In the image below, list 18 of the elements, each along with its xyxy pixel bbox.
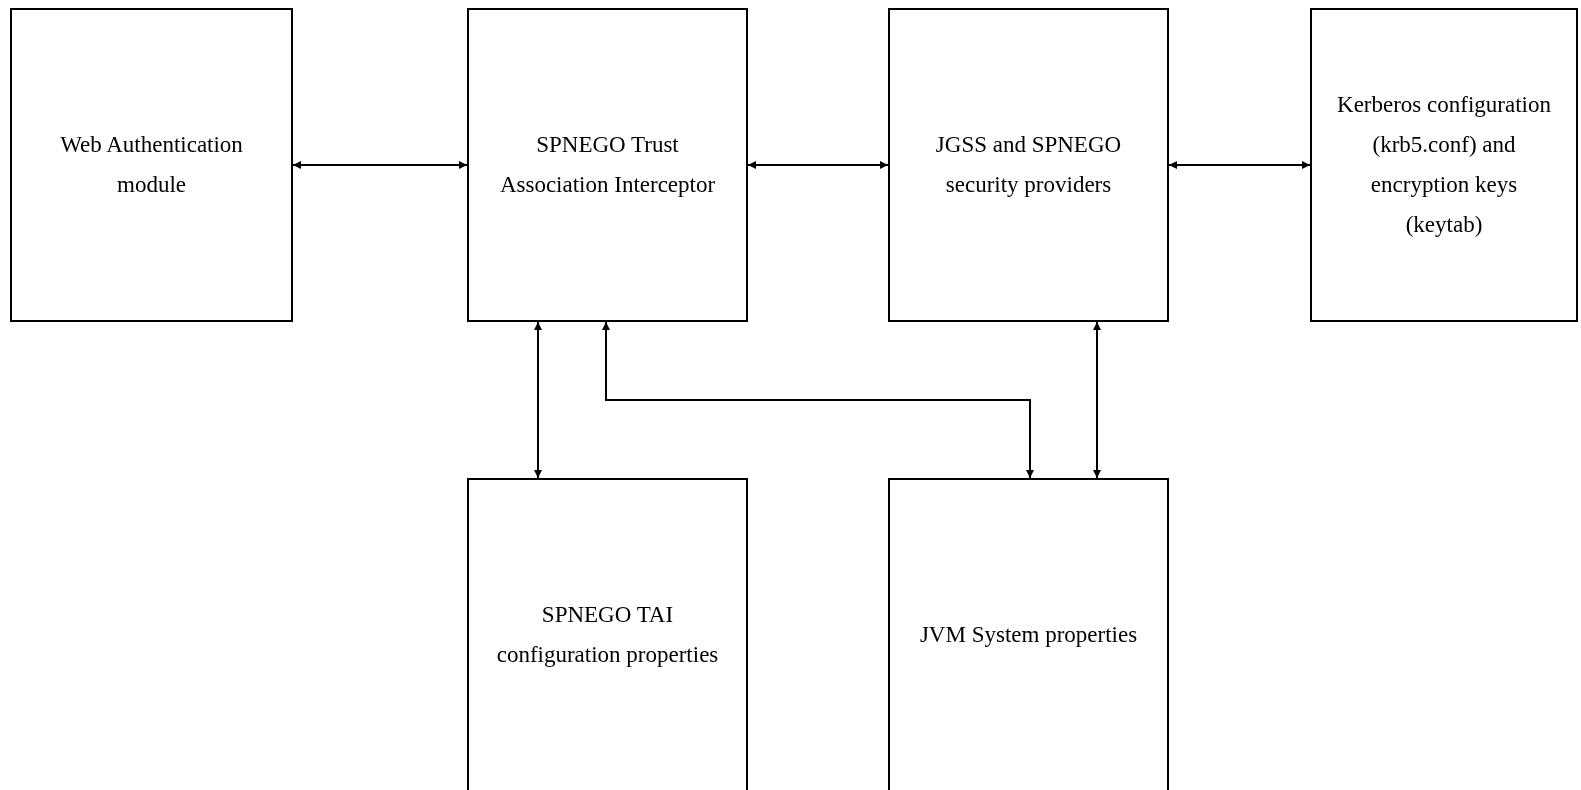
component-label: SPNEGO TAI configuration properties [495, 601, 720, 669]
component-box [888, 478, 1169, 790]
double-arrow [534, 321, 542, 479]
double-arrow [292, 161, 468, 169]
component-box [467, 8, 748, 322]
component-label: JGSS and SPNEGO security providers [934, 131, 1123, 199]
component-label: Web Authentication module [59, 131, 244, 199]
component-label: Kerberos configuration (krb5.conf) and encryption keys (keytab) [1336, 91, 1552, 239]
double-arrow [602, 321, 1034, 479]
component-label: SPNEGO Trust Association Interceptor [498, 131, 717, 199]
component-box [1310, 8, 1578, 322]
double-arrow [747, 161, 889, 169]
component-label: JVM System properties [919, 621, 1138, 649]
double-arrow [1093, 321, 1101, 479]
component-box [888, 8, 1169, 322]
component-box [467, 478, 748, 790]
double-arrow [1168, 161, 1311, 169]
component-box [10, 8, 293, 322]
